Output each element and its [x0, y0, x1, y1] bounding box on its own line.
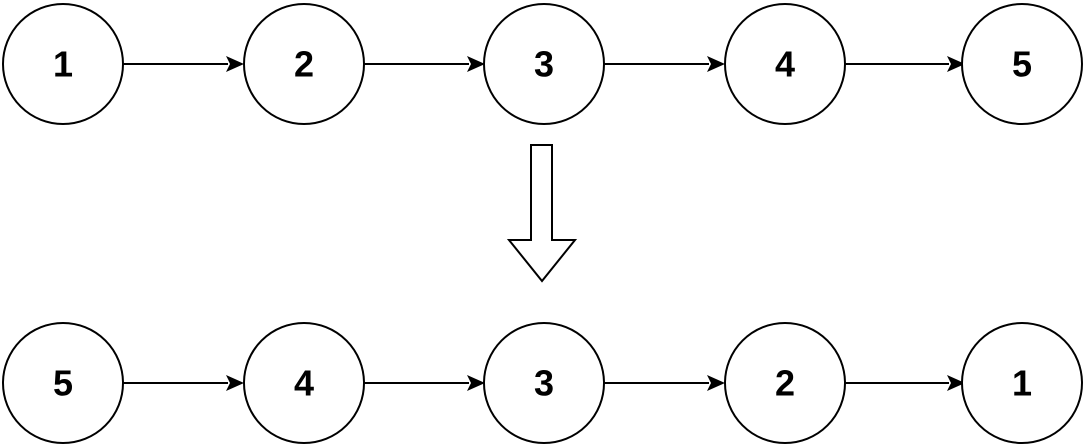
list-node: 4 — [724, 3, 846, 125]
node-value: 1 — [1012, 363, 1032, 404]
node-value: 1 — [53, 44, 73, 85]
original-list: 1 2 3 4 5 — [2, 3, 1083, 125]
list-node: 5 — [961, 3, 1083, 125]
list-node: 2 — [243, 3, 365, 125]
list-node: 3 — [483, 322, 605, 444]
node-value: 5 — [1012, 44, 1032, 85]
transform-arrow-icon — [506, 144, 578, 283]
node-value: 2 — [294, 44, 314, 85]
node-value: 4 — [775, 44, 795, 85]
node-value: 2 — [775, 363, 795, 404]
edge — [604, 56, 725, 72]
list-node: 1 — [961, 322, 1083, 444]
list-node: 5 — [2, 322, 124, 444]
edge — [604, 375, 725, 391]
edge — [845, 375, 965, 391]
node-value: 4 — [294, 363, 314, 404]
edge — [845, 56, 965, 72]
edge — [123, 56, 244, 72]
list-node: 4 — [243, 322, 365, 444]
edge — [364, 375, 485, 391]
node-value: 3 — [534, 44, 554, 85]
node-value: 3 — [534, 363, 554, 404]
list-node: 2 — [724, 322, 846, 444]
edge — [364, 56, 485, 72]
list-node: 1 — [2, 3, 124, 125]
list-node: 3 — [483, 3, 605, 125]
reversed-list: 5 4 3 2 1 — [2, 322, 1083, 444]
node-value: 5 — [53, 363, 73, 404]
edge — [123, 375, 244, 391]
